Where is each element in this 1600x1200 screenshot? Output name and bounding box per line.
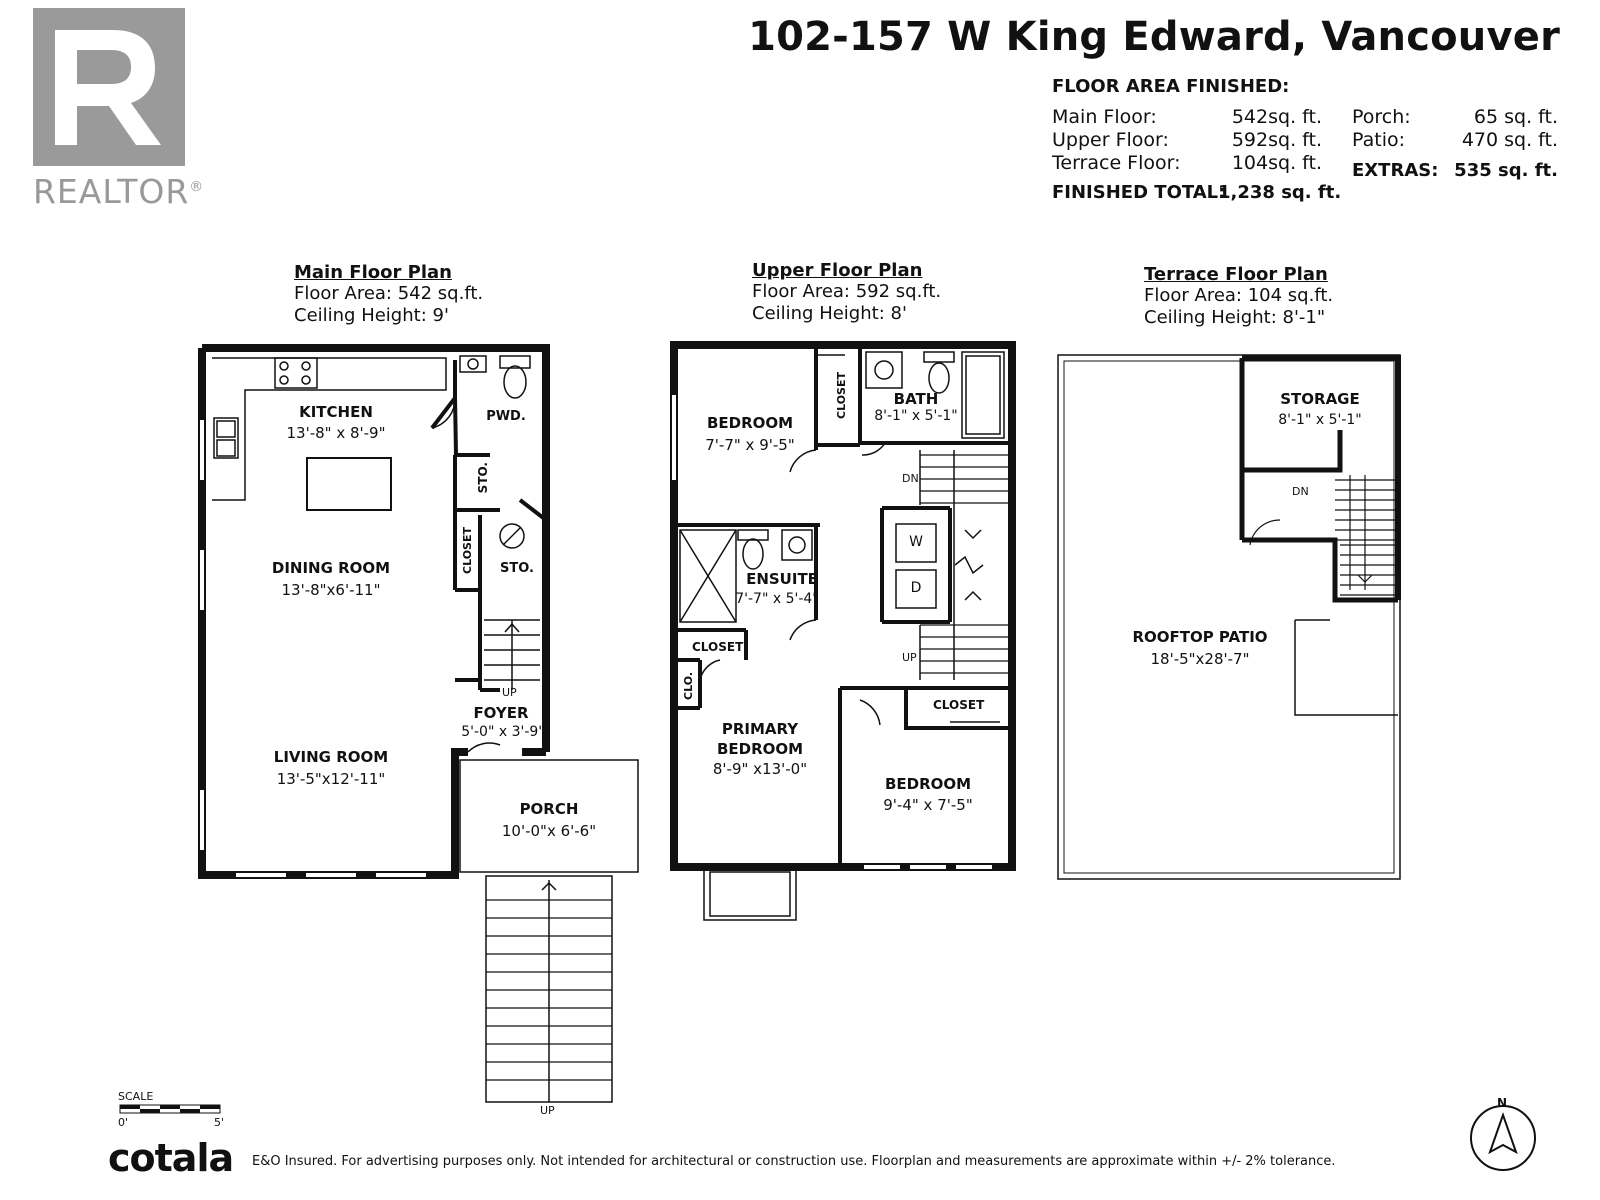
room-sto2-label: STO. [500, 561, 534, 576]
room-storage-label: STORAGE [1280, 390, 1360, 408]
room-rooftop-dim: 18'-5"x28'-7" [1150, 650, 1250, 668]
room-ensuite-label: ENSUITE [746, 570, 818, 588]
main-floor-interior [430, 360, 548, 692]
room-bedroom2-dim: 9'-4" x 7'-5" [883, 796, 973, 814]
extras-value: 535 sq. ft. [1454, 160, 1558, 181]
room-foyer-label: FOYER [473, 704, 529, 722]
upper-floor-value: 592sq. ft. [1231, 129, 1322, 151]
upper-floor-fixtures [672, 351, 1005, 921]
realtor-logo [33, 8, 185, 166]
terrace-floor-value: 104sq. ft. [1231, 152, 1322, 174]
terrace-stairs-dn: DN [1292, 485, 1309, 498]
terrace-floor-plan-header: Terrace Floor Plan Floor Area: 104 sq.ft… [1144, 264, 1333, 329]
upper-stairs-dn: DN [902, 472, 919, 485]
dryer-label: D [910, 580, 922, 596]
room-storage-dim: 8'-1" x 5'-1" [1278, 412, 1362, 428]
upper-stairs-treads [920, 454, 1008, 674]
upper-plan-ceiling: Ceiling Height: 8' [752, 303, 907, 324]
washer-label: W [909, 534, 923, 550]
floor-area-left-list: Main Floor: 542sq. ft. Upper Floor: 592s… [1052, 106, 1322, 176]
room-bath-dim: 8'-1" x 5'-1" [874, 408, 958, 424]
room-pwd-label: PWD. [486, 409, 526, 424]
scale-label: SCALE [118, 1090, 154, 1103]
porch-stairs-up: UP [540, 1104, 555, 1117]
main-floor-label: Main Floor: [1052, 106, 1157, 128]
porch-stairs [486, 899, 612, 1081]
terrace-stairs [1249, 475, 1373, 590]
terrace-floor-label: Terrace Floor: [1052, 152, 1181, 174]
patio-label: Patio: [1352, 129, 1406, 151]
disclaimer-text: E&O Insured. For advertising purposes on… [252, 1154, 1336, 1169]
upper-floor-plan-header: Upper Floor Plan Floor Area: 592 sq.ft. … [752, 260, 941, 325]
patio-value: 470 sq. ft. [1461, 129, 1558, 151]
room-primary-label-1: PRIMARY [721, 720, 799, 738]
main-floor-fixtures [200, 355, 540, 877]
room-clo-label: CLO. [682, 672, 695, 700]
finished-total-label: FINISHED TOTAL: [1052, 182, 1226, 203]
main-floor-plan-header: Main Floor Plan Floor Area: 542 sq.ft. C… [294, 262, 483, 327]
room-sto1-label: STO. [476, 462, 490, 494]
compass-north-label: N [1497, 1096, 1508, 1110]
main-stairs-up: UP [502, 686, 517, 699]
room-dining-label: DINING ROOM [271, 559, 391, 577]
upper-plan-title: Upper Floor Plan [752, 260, 923, 281]
scale-start: 0' [118, 1116, 129, 1129]
upper-plan-area: Floor Area: 592 sq.ft. [752, 281, 942, 302]
floor-area-heading: FLOOR AREA FINISHED: [1052, 76, 1290, 97]
room-foyer-dim: 5'-0" x 3'-9" [461, 724, 545, 740]
upper-floor-interior [674, 348, 1010, 864]
room-primary-dim: 8'-9" x13'-0" [712, 760, 808, 778]
room-porch-dim: 10'-0"x 6'-6" [501, 822, 597, 840]
porch-value: 65 sq. ft. [1473, 106, 1558, 128]
room-kitchen-dim: 13'-8" x 8'-9" [286, 424, 386, 442]
main-floor-walls [198, 344, 550, 879]
terrace-outline [1057, 354, 1401, 880]
extras-label: EXTRAS: [1352, 160, 1439, 181]
room-kitchen-label: KITCHEN [299, 403, 373, 421]
terrace-plan-area: Floor Area: 104 sq.ft. [1144, 285, 1334, 306]
terrace-plan-ceiling: Ceiling Height: 8'-1" [1144, 307, 1326, 328]
main-plan-title: Main Floor Plan [294, 262, 452, 283]
room-bedroom2-label: BEDROOM [884, 775, 972, 793]
upper-floor-label: Upper Floor: [1052, 129, 1169, 151]
upper-stairs-up: UP [902, 651, 917, 664]
property-address: 102-157 W King Edward, Vancouver [748, 14, 1560, 60]
room-living-label: LIVING ROOM [273, 748, 389, 766]
room-porch-label: PORCH [519, 800, 579, 818]
room-ensuite-dim: 7'-7" x 5'-4" [735, 591, 819, 607]
room-bedroom1-label: BEDROOM [706, 414, 794, 432]
cotala-logo: cotala [108, 1136, 234, 1180]
room-rooftop-label: ROOFTOP PATIO [1132, 628, 1268, 646]
main-plan-area: Floor Area: 542 sq.ft. [294, 283, 484, 304]
upper-floor-walls [670, 341, 1016, 871]
finished-total-value: 1,238 sq. ft. [1218, 182, 1342, 203]
north-compass [1470, 1105, 1536, 1171]
room-dining-dim: 13'-8"x6'-11" [281, 581, 381, 599]
terrace-plan-title: Terrace Floor Plan [1144, 264, 1328, 285]
scale-end: 5' [214, 1116, 225, 1129]
room-living-dim: 13'-5"x12'-11" [276, 770, 386, 788]
realtor-wordmark: REALTOR® [33, 172, 205, 211]
main-plan-ceiling: Ceiling Height: 9' [294, 305, 449, 326]
scale-bar [119, 1104, 221, 1114]
porch-label: Porch: [1352, 106, 1411, 128]
room-primary-label-2: BEDROOM [716, 740, 804, 758]
floor-area-right-list: Porch: 65 sq. ft. Patio: 470 sq. ft. [1352, 106, 1558, 156]
terrace-stair-treads [1335, 479, 1398, 596]
room-closet-up3-label: CLOSET [933, 698, 985, 712]
room-bath-label: BATH [893, 390, 939, 408]
room-closet-up2-label: CLOSET [692, 640, 744, 654]
room-closet-main-label: CLOSET [461, 527, 474, 574]
room-bedroom1-dim: 7'-7" x 9'-5" [705, 436, 795, 454]
main-floor-value: 542sq. ft. [1231, 106, 1322, 128]
porch-outline [459, 759, 639, 1103]
room-closet-up1-label: CLOSET [835, 372, 848, 419]
